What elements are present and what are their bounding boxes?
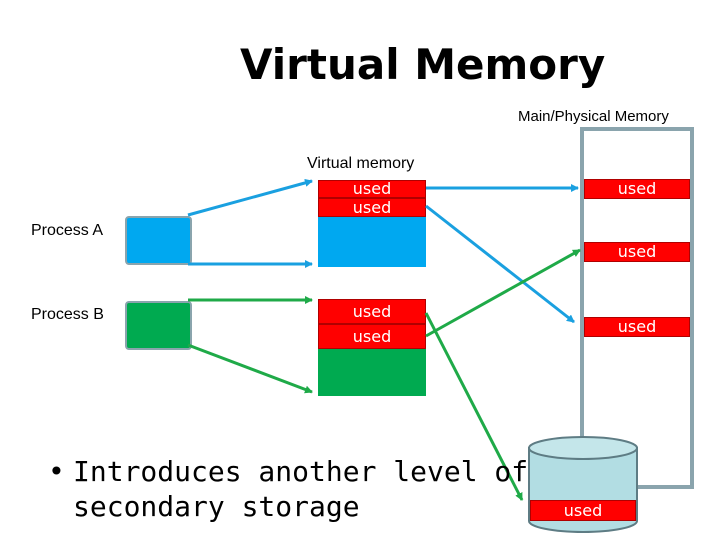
virtual-a-free-block <box>318 217 426 267</box>
bullet-dot-icon: • <box>48 455 65 488</box>
virtual-memory-label: Virtual memory <box>307 155 415 172</box>
slide-title: Virtual Memory <box>240 40 606 89</box>
disk-used-cell: used <box>530 500 636 521</box>
arrow-virt-b1-to-phys <box>425 248 581 338</box>
bullet-line-1: Introduces another level of <box>73 455 529 488</box>
physical-used-cell-1: used <box>584 179 690 199</box>
process-a-label: Process A <box>31 222 104 239</box>
virtual-b-used-cell-2: used <box>318 324 426 349</box>
process-b-box <box>125 301 192 350</box>
virtual-b-used-cell-1: used <box>318 299 426 324</box>
process-a-box <box>125 216 192 265</box>
arrow-virt-b2-to-disk <box>424 312 524 501</box>
arrow-proc-a-top <box>187 178 313 217</box>
virtual-a-used-cell-2: used <box>318 198 426 217</box>
bullet-line-2: secondary storage <box>73 489 360 523</box>
virtual-a-used-cell-1: used <box>318 180 426 198</box>
process-b-label: Process B <box>31 306 104 323</box>
physical-used-cell-3: used <box>584 317 690 337</box>
arrow-proc-b-bottom <box>187 343 313 394</box>
virtual-b-free-block <box>318 349 426 396</box>
arrow-virt-a2-to-phys <box>425 204 575 324</box>
physical-used-cell-2: used <box>584 242 690 262</box>
physical-memory-label: Main/Physical Memory <box>518 108 669 125</box>
